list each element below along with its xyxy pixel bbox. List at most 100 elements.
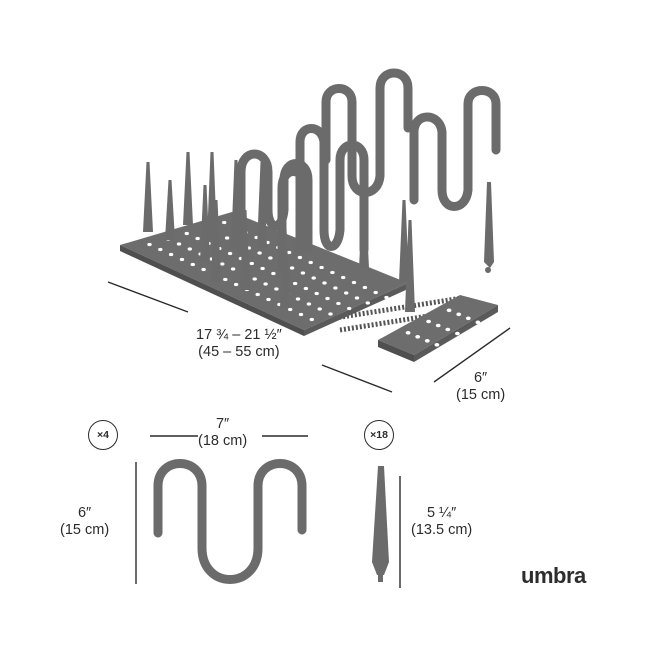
peg-height-metric: (13.5 cm) (411, 522, 473, 538)
base-hole (330, 270, 335, 275)
base-hole (249, 261, 254, 266)
rack-peg (143, 162, 153, 232)
rack-peg (231, 160, 241, 248)
base-hole (306, 302, 312, 306)
base-hole (362, 285, 368, 290)
extension-hole (446, 308, 452, 313)
rack-length-metric: (45 – 55 cm) (198, 344, 280, 360)
base-hole (344, 291, 349, 295)
rack-peg (200, 185, 210, 262)
base-hole (311, 276, 316, 280)
rack-holders (236, 68, 501, 273)
base-hole (268, 256, 273, 260)
base-hole (292, 281, 298, 286)
rack-length-label: 17 ¾ – 21 ½″ (45 – 55 cm) (196, 327, 282, 361)
rack-peg (359, 196, 369, 268)
base-hole (314, 291, 319, 296)
base-hole (190, 262, 195, 267)
extension-hole (415, 335, 421, 339)
base-hole (286, 250, 292, 255)
base-hole (319, 265, 324, 270)
base-hole (224, 236, 230, 240)
base-hole (233, 282, 239, 287)
holder-height-metric: (15 cm) (60, 522, 110, 538)
base-hole (354, 296, 360, 300)
base-hole (260, 266, 265, 271)
base-hole (317, 307, 322, 311)
base-hole (322, 281, 327, 285)
rack-width-label: 6″ (15 cm) (456, 370, 505, 404)
base-hole (201, 267, 206, 272)
base-hole (328, 312, 333, 316)
base-hole (289, 266, 295, 270)
base-hole (227, 251, 233, 256)
base-hole (220, 262, 225, 266)
extension-hole (444, 347, 449, 351)
holder-width-label: 7″ (18 cm) (198, 416, 247, 450)
rack-peg (399, 200, 409, 282)
base-hole (252, 277, 257, 281)
loose-peg (484, 182, 494, 268)
extension-hole (445, 327, 451, 332)
base-tray-edge (120, 245, 304, 336)
base-hole (257, 251, 262, 255)
rack-peg (211, 200, 221, 282)
extension-hole (424, 339, 430, 343)
base-hole (222, 220, 227, 225)
base-hole (351, 280, 357, 285)
dimension-lines (107, 281, 511, 588)
extension-hole (434, 343, 440, 347)
base-hole (147, 242, 152, 247)
extension-holes (405, 308, 490, 351)
peg-count-text: ×18 (370, 429, 388, 441)
base-hole (179, 257, 185, 262)
rack-pegs (143, 152, 415, 312)
base-hole (168, 252, 174, 257)
extension-hole (426, 319, 431, 324)
peg-height-label: 5 ¼″ (13.5 cm) (411, 505, 472, 539)
base-tray (120, 212, 408, 330)
holder-width-metric: (18 cm) (198, 433, 248, 449)
rack-peg (165, 180, 175, 240)
base-hole (195, 236, 200, 241)
rack-peg (280, 228, 290, 308)
peg-count-badge: ×18 (364, 420, 394, 450)
rack-width-imperial: 6″ (473, 370, 488, 386)
base-hole (325, 296, 330, 301)
base-hole (176, 242, 182, 246)
base-hole (230, 267, 236, 271)
holder-detail (153, 459, 307, 584)
holder-count-text: ×4 (97, 429, 109, 441)
extension-hole (456, 312, 462, 317)
holder-width-imperial: 7″ (215, 416, 230, 432)
extension-hole (485, 324, 490, 329)
base-hole (333, 286, 338, 290)
base-hole (223, 277, 228, 282)
rack-peg (240, 210, 250, 290)
brand-logo: umbra (521, 563, 586, 588)
peg-detail (372, 466, 389, 575)
base-hole (187, 247, 192, 251)
holder-count-badge: ×4 (88, 420, 118, 450)
base-hole (266, 297, 271, 302)
base-hole (384, 295, 389, 300)
rack-peg (257, 162, 267, 248)
base-hole (347, 306, 352, 311)
base-hole (288, 307, 293, 312)
rack-width-metric: (15 cm) (456, 387, 506, 403)
peg-height-imperial: 5 ¼″ (426, 505, 457, 521)
base-hole (303, 286, 309, 291)
base-hole (300, 271, 306, 275)
base-hole (341, 275, 346, 280)
base-hole (297, 255, 303, 260)
extension-hole (464, 335, 470, 340)
rack-peg (405, 220, 415, 312)
base-hole (271, 271, 276, 276)
base-hole (274, 287, 279, 291)
holder-height-imperial: 6″ (77, 505, 92, 521)
base-hole (309, 317, 314, 322)
base-hole (308, 260, 313, 265)
base-hole (255, 292, 260, 297)
base-hole (184, 231, 189, 236)
